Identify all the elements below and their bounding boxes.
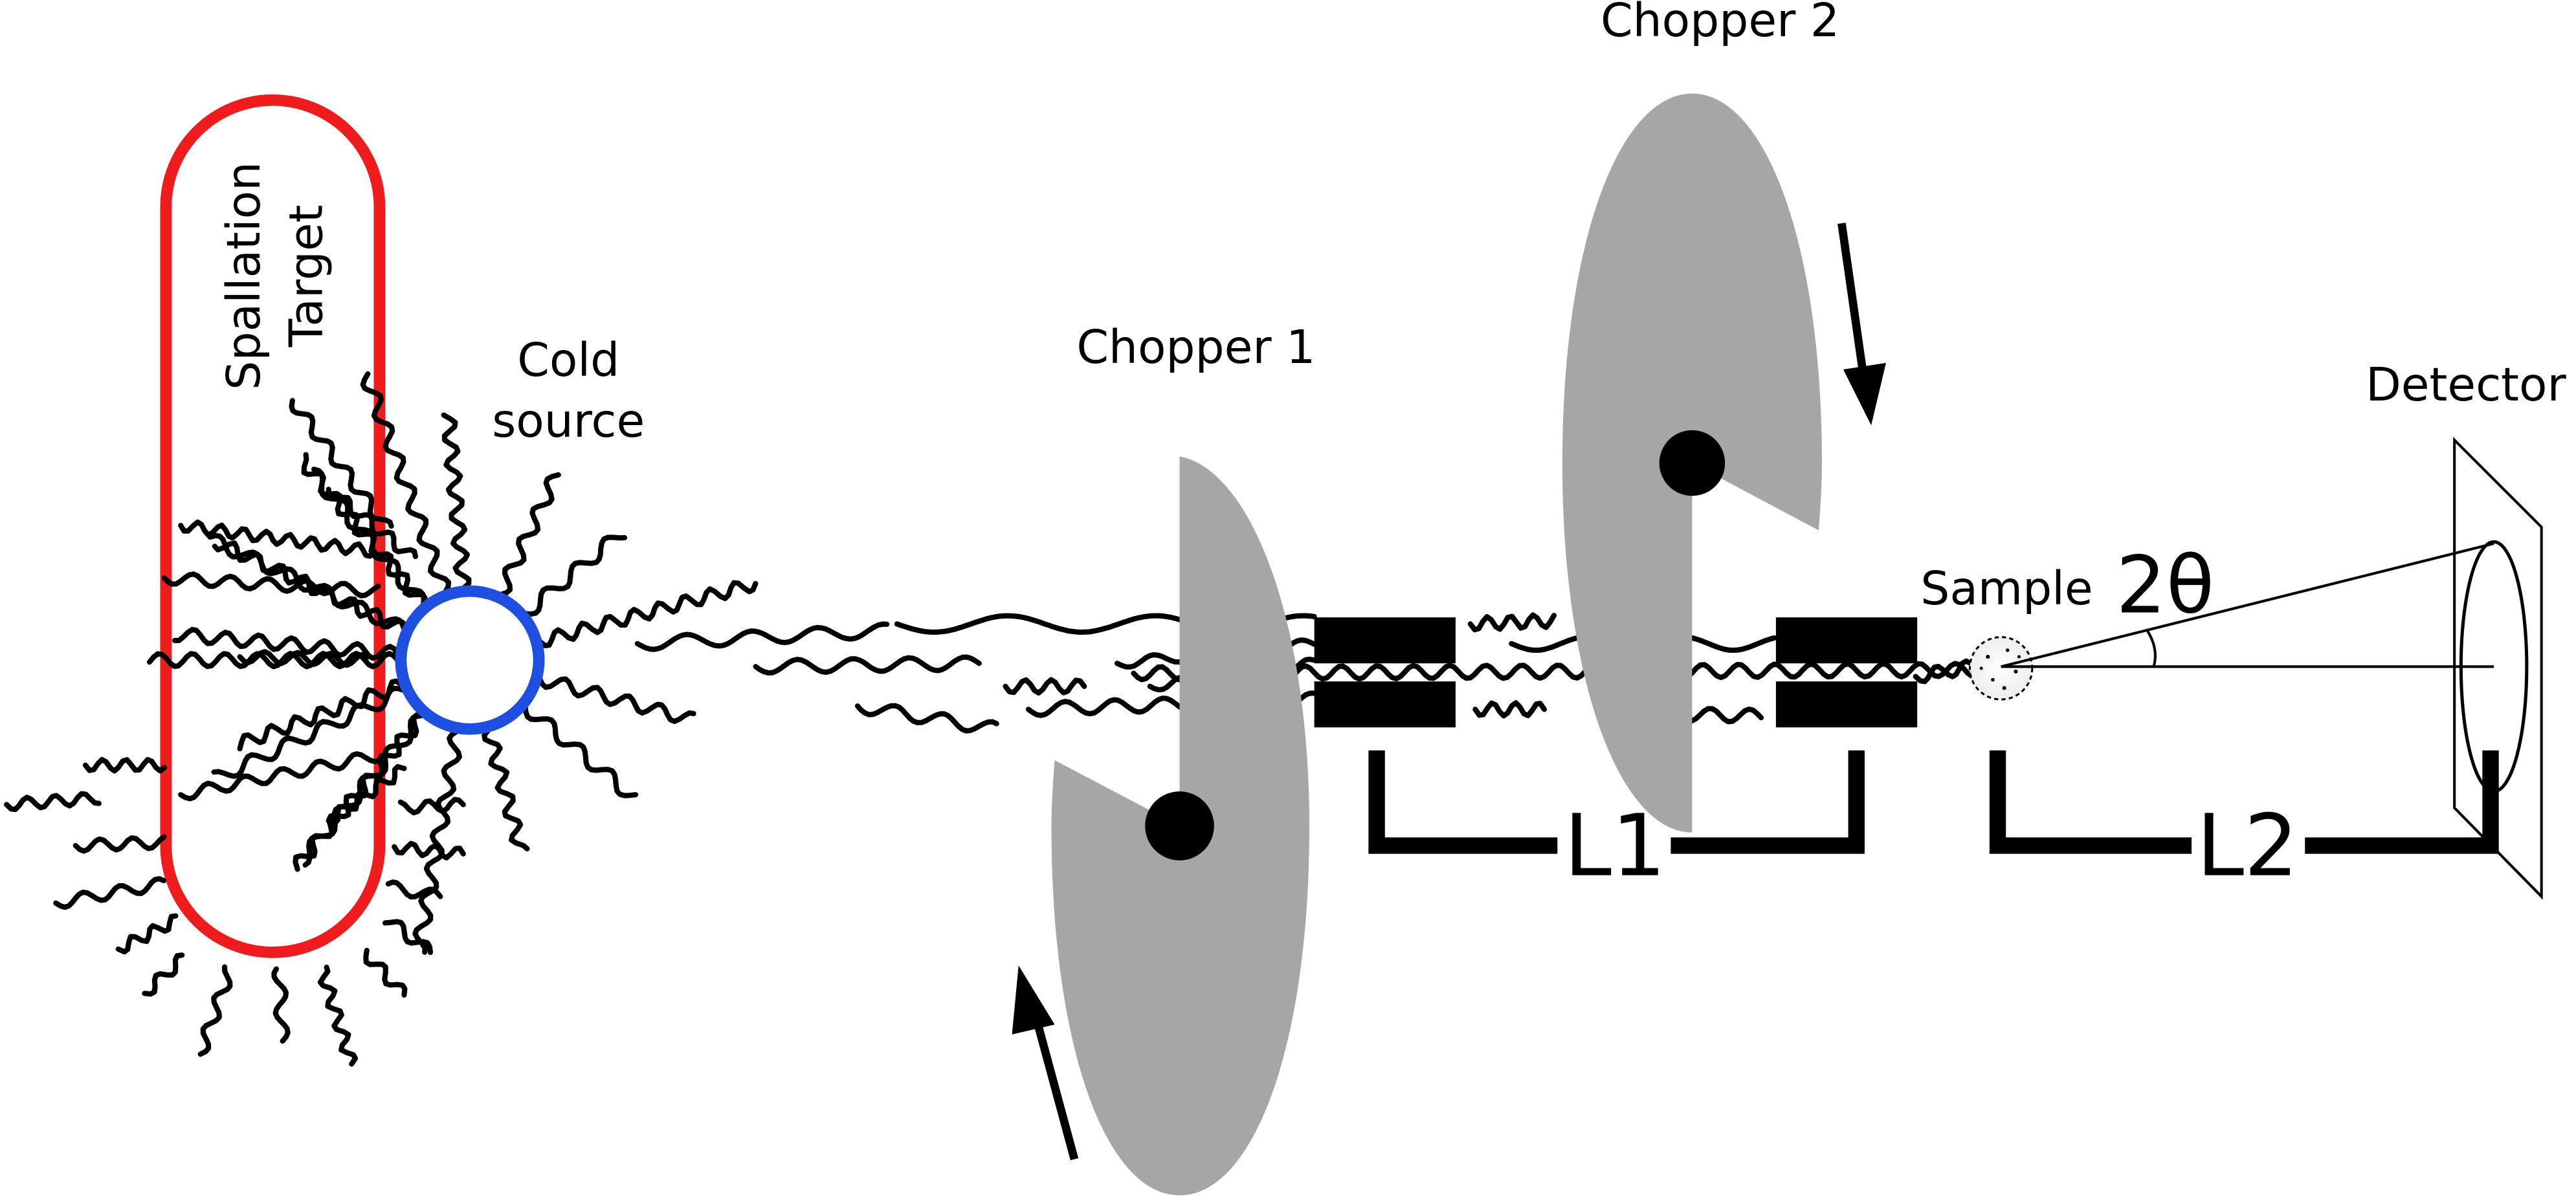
chopper-2-label: Chopper 2	[1601, 0, 1839, 47]
target-wave	[271, 966, 291, 1044]
cold-source-wave	[293, 712, 427, 872]
cold-source-label-line1: Cold	[517, 333, 619, 387]
sample-label: Sample	[1920, 562, 2093, 615]
cold-source-wave	[360, 371, 452, 595]
l2-bracket	[1989, 750, 2499, 854]
cold-source-wave	[537, 676, 696, 724]
detector-label: Detector	[2366, 358, 2566, 412]
chopper-1-label: Chopper 1	[1076, 320, 1315, 374]
target-wave	[392, 840, 466, 861]
detector-plane	[2453, 437, 2543, 900]
chopper-2-hub	[1659, 430, 1726, 496]
chopper-1-rotation-arrow-icon	[1012, 965, 1079, 1161]
collimator-block-1a	[1314, 617, 1456, 664]
target-wave	[161, 571, 381, 598]
collimator-block-2b	[1775, 681, 1918, 728]
target-wave	[326, 487, 418, 560]
cold-source-wave	[441, 412, 472, 591]
target-wave	[82, 756, 167, 774]
cold-source-wave	[211, 685, 407, 779]
target-wave	[4, 791, 102, 813]
target-wave	[115, 913, 179, 955]
scattering-angle-arc	[2146, 630, 2157, 667]
cold-source-wave	[172, 626, 401, 661]
target-wave	[317, 964, 359, 1067]
cold-source-wave	[522, 534, 628, 617]
cold-source-wave	[146, 650, 401, 670]
collimator-block-2a	[1775, 617, 1918, 664]
beam-wave	[1467, 612, 1557, 633]
collimator-block-1b	[1314, 681, 1456, 728]
target-label: Target	[279, 204, 333, 347]
scattering-angle-label: 2θ	[2116, 540, 2214, 631]
cold-source	[395, 585, 545, 735]
beam-wave	[753, 654, 982, 676]
target-wave	[178, 519, 377, 559]
sample-grains	[1979, 648, 2021, 690]
target-wave	[197, 964, 233, 1057]
target-wave	[72, 834, 167, 854]
spallation-label: Spallation	[217, 162, 271, 390]
target-wave	[363, 947, 408, 998]
target-neutron-waves	[4, 398, 466, 1067]
cold-source-label-line2: source	[492, 394, 645, 448]
cold-source-wave	[522, 703, 639, 798]
cold-source-neutron-waves	[146, 371, 759, 955]
cold-source-wave	[482, 727, 530, 851]
l1-label: L1	[1564, 797, 1666, 896]
spallation-target	[160, 94, 386, 958]
beam-wave	[634, 621, 890, 652]
cold-source-wave	[212, 540, 407, 633]
scattered-ray-line	[2001, 542, 2494, 668]
beam-wave	[1003, 677, 1087, 696]
cold-source-wave	[498, 472, 561, 597]
cold-source-wave	[237, 678, 405, 752]
beam-wave	[1472, 700, 1548, 719]
target-wave	[142, 952, 185, 997]
target-wave	[53, 876, 167, 910]
target-wave	[289, 398, 394, 529]
cold-source-wave	[537, 580, 759, 648]
cold-source-wave	[311, 467, 427, 608]
target-wave	[382, 919, 434, 955]
beam-wave	[854, 703, 999, 734]
chopper-1-hub	[1145, 791, 1214, 861]
sample	[1968, 636, 2034, 701]
target-wave	[178, 751, 382, 802]
chopper-2-rotation-arrow-icon	[1838, 223, 1886, 426]
l2-label: L2	[2197, 797, 2299, 896]
l1-bracket	[1368, 750, 1865, 854]
target-wave	[397, 796, 466, 816]
cold-source-wave	[412, 728, 463, 955]
